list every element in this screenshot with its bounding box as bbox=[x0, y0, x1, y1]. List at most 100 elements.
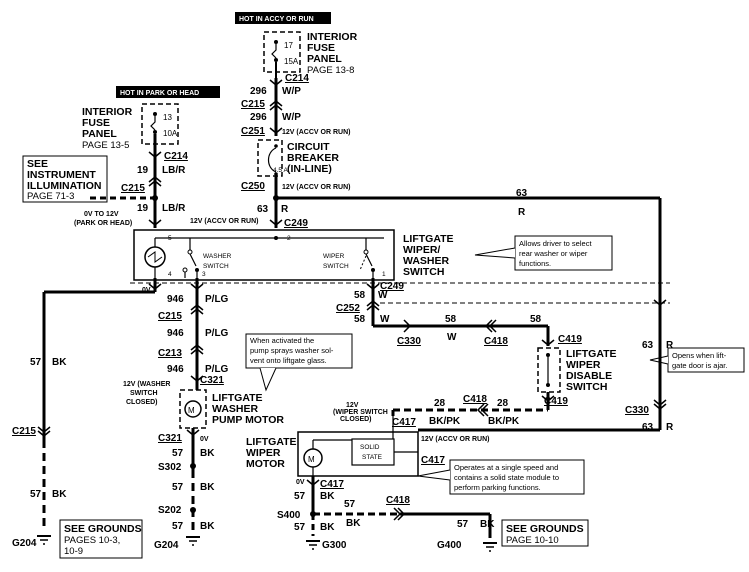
wiper-disable-switch bbox=[537, 347, 561, 393]
illum-4: PAGE 71-3 bbox=[27, 191, 74, 202]
washer-closed-1: 12V (WASHER bbox=[123, 381, 170, 388]
wire-57-i-color: BK bbox=[480, 519, 495, 530]
note-ajar-2: gate door is ajar. bbox=[672, 361, 727, 370]
wire-63-d-num: 63 bbox=[642, 422, 654, 433]
wire-58-c-num: 58 bbox=[445, 314, 457, 325]
fuse-left-title-1: INTERIOR bbox=[82, 106, 133, 118]
wire-58-a-color: W bbox=[378, 290, 388, 301]
wire-946 bbox=[190, 278, 204, 390]
note-select-functions: Allows driver to select rear washer or w… bbox=[474, 235, 613, 271]
header-hot-accy-run: HOT IN ACCY OR RUN bbox=[235, 12, 331, 24]
ground-g204-mid: G204 bbox=[154, 540, 179, 551]
ground-g300: G300 bbox=[322, 540, 347, 551]
illum-3: ILLUMINATION bbox=[27, 180, 101, 192]
connector-c417-bottom: C417 bbox=[320, 479, 344, 490]
wire-28 bbox=[391, 392, 555, 417]
liftgate-switch-title-3: WASHER bbox=[403, 255, 450, 267]
connector-c213: C213 bbox=[158, 348, 182, 359]
wire-57-f-num: 57 bbox=[294, 491, 306, 502]
connector-c251: C251 bbox=[241, 126, 265, 137]
disable-title-4: SWITCH bbox=[566, 381, 607, 393]
note-ajar: Opens when lift- gate door is ajar. bbox=[649, 347, 745, 373]
see-grounds-left-2: PAGES 10-3, bbox=[64, 535, 120, 546]
wire-63-a-num: 63 bbox=[516, 188, 528, 199]
see-grounds-left-1: SEE GROUNDS bbox=[64, 523, 142, 535]
disable-title-2: WIPER bbox=[566, 359, 601, 371]
connector-c214-right: C214 bbox=[285, 73, 309, 84]
connector-c418-mid: C418 bbox=[484, 336, 508, 347]
disable-title-3: DISABLE bbox=[566, 370, 612, 382]
wire-28-a-color: BK/PK bbox=[429, 416, 461, 427]
washer-pump-motor: M bbox=[179, 389, 207, 429]
pump-motor-m-glyph: M bbox=[188, 406, 195, 415]
wire-946-b-color: P/LG bbox=[205, 328, 229, 339]
wiper-motor-m-glyph: M bbox=[308, 455, 315, 464]
wire-58-b-color: W bbox=[380, 314, 390, 325]
wire-58-d-num: 58 bbox=[530, 314, 542, 325]
washer-switch-1: WASHER bbox=[203, 253, 232, 260]
wire-19 bbox=[90, 134, 162, 228]
note-see-grounds-left: SEE GROUNDS PAGES 10-3, 10-9 bbox=[59, 519, 143, 559]
wire-57-g-num: 57 bbox=[344, 499, 356, 510]
fuse-right-amp: 15A bbox=[284, 57, 299, 66]
wire-58-b-num: 58 bbox=[354, 314, 366, 325]
connector-c419-top: C419 bbox=[558, 334, 582, 345]
wire-946-a-num: 946 bbox=[167, 294, 184, 305]
pin-2: 2 bbox=[287, 235, 291, 242]
fuse-right-num: 17 bbox=[284, 41, 293, 50]
liftgate-switch-title-1: LIFTGATE bbox=[403, 233, 454, 245]
wire-19-b-color: LB/R bbox=[162, 203, 186, 214]
ground-g400: G400 bbox=[437, 540, 462, 551]
wire-946-c-color: P/LG bbox=[205, 364, 229, 375]
fuse-right-page: PAGE 13-8 bbox=[307, 65, 354, 76]
fuse-left-title-3: PANEL bbox=[82, 128, 117, 140]
washer-closed-2: SWITCH bbox=[130, 390, 158, 397]
wire-57-h-num: 57 bbox=[294, 522, 306, 533]
wire-28-b-color: BK/PK bbox=[488, 416, 520, 427]
wire-63-b-color: R bbox=[281, 204, 289, 215]
wiper-closed-2: (WIPER SWITCH bbox=[333, 409, 388, 416]
voltage-park-head: (PARK OR HEAD) bbox=[74, 220, 132, 227]
wire-57-e-num: 57 bbox=[172, 521, 184, 532]
wire-946-b-num: 946 bbox=[167, 328, 184, 339]
connector-c417-mid: C417 bbox=[421, 455, 445, 466]
connector-c418-ground: C418 bbox=[386, 495, 410, 506]
connector-c321-bottom: C321 bbox=[158, 433, 182, 444]
note-pump: When activated the pump sprays washer so… bbox=[245, 333, 353, 392]
wire-19-b-num: 19 bbox=[137, 203, 149, 214]
connector-c215-mid: C215 bbox=[158, 311, 182, 322]
voltage-0v-c: 0V bbox=[296, 479, 305, 486]
fuse-left-title-2: FUSE bbox=[82, 117, 110, 129]
header-hot-park-head-text: HOT IN PARK OR HEAD bbox=[120, 90, 199, 97]
wire-63-d-color: R bbox=[666, 422, 674, 433]
note-instrument-illumination: SEE INSTRUMENT ILLUMINATION PAGE 71-3 bbox=[22, 155, 108, 203]
fuse-right-title-1: INTERIOR bbox=[307, 31, 358, 43]
note-ajar-1: Opens when lift- bbox=[672, 351, 727, 360]
wire-57-a-num: 57 bbox=[30, 357, 42, 368]
wire-19-a-color: LB/R bbox=[162, 165, 186, 176]
connector-c215-left: C215 bbox=[121, 183, 145, 194]
washer-closed-3: CLOSED) bbox=[126, 399, 158, 406]
circuit-breaker: 4.5 A bbox=[257, 139, 288, 177]
pump-title-1: LIFTGATE bbox=[212, 392, 263, 404]
connector-c214-left: C214 bbox=[164, 151, 188, 162]
note-speed-3: perform parking functions. bbox=[454, 483, 541, 492]
see-grounds-left-3: 10-9 bbox=[64, 546, 83, 557]
connector-c249-top: C249 bbox=[284, 218, 308, 229]
wire-296-a-color: W/P bbox=[282, 86, 301, 97]
connector-c417-top: C417 bbox=[392, 417, 416, 428]
note-single-speed: Operates at a single speed and contains … bbox=[417, 459, 585, 495]
wire-63-b-num: 63 bbox=[257, 204, 269, 215]
note-pump-3: vent onto liftgate glass. bbox=[250, 356, 327, 365]
wire-63-c-num: 63 bbox=[642, 340, 654, 351]
washer-switch-2: SWITCH bbox=[203, 263, 229, 270]
wire-296-b-color: W/P bbox=[282, 112, 301, 123]
fuse-left-amp: 10A bbox=[163, 129, 178, 138]
connector-c418-bottom: C418 bbox=[463, 394, 487, 405]
pin-1: 1 bbox=[382, 271, 386, 278]
fuse-left-num: 13 bbox=[163, 113, 172, 122]
wiper-closed-3: CLOSED) bbox=[340, 416, 372, 423]
wire-57-i-num: 57 bbox=[457, 519, 469, 530]
wire-58-a-num: 58 bbox=[354, 290, 366, 301]
